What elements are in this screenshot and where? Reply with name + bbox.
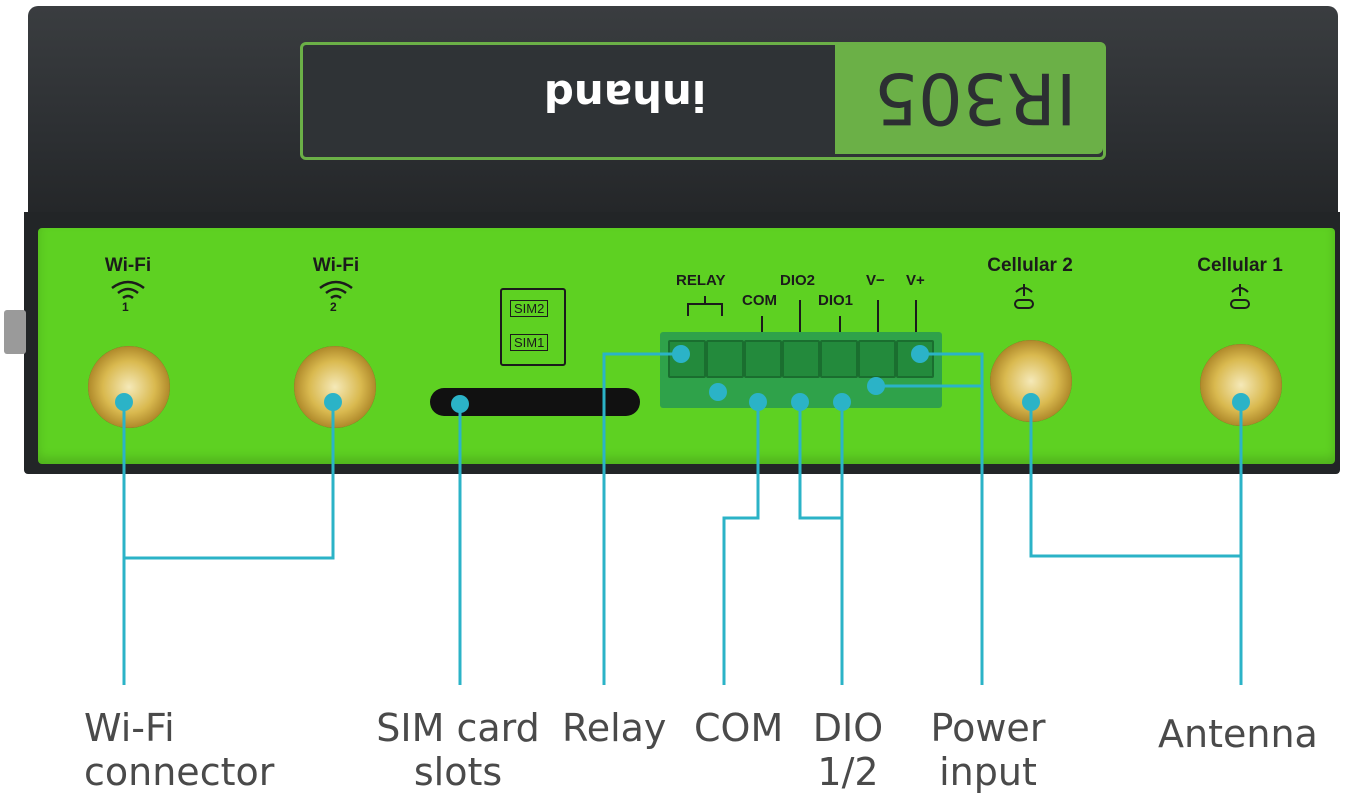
terminal-pin[interactable] <box>706 340 744 378</box>
callout-dot <box>749 393 767 411</box>
callout-dot <box>324 393 342 411</box>
wifi2-port-label: Wi-Fi <box>312 255 360 276</box>
callout-dot <box>833 393 851 411</box>
dio1-label: DIO1 <box>818 292 854 309</box>
wifi-icon <box>108 278 148 310</box>
callout-dot <box>709 383 727 401</box>
dio2-label: DIO2 <box>780 272 816 289</box>
callout-dot <box>911 345 929 363</box>
callout-dot <box>672 345 690 363</box>
callout-dot <box>1232 393 1250 411</box>
callout-dot <box>451 395 469 413</box>
dio-callout: DIO 1/2 <box>808 706 888 794</box>
wifi2-callout-line <box>124 402 335 560</box>
wifi2-number: 2 <box>330 300 337 314</box>
callout-dot <box>867 377 885 395</box>
wifi1-antenna-connector[interactable] <box>88 346 170 428</box>
callout-line-1: Power <box>930 706 1046 750</box>
sim1-tag: SIM1 <box>510 334 549 351</box>
callout-line-2: 1/2 <box>817 750 879 794</box>
callout-dot <box>115 393 133 411</box>
callout-line-2: input <box>939 750 1037 794</box>
callout-line-2: connector <box>84 750 275 794</box>
antenna-icon <box>1012 282 1036 316</box>
terminal-pin-guides <box>687 296 917 332</box>
power-input-callout: Power input <box>918 706 1058 794</box>
com-callout-line <box>722 402 760 685</box>
callout-line-2: slots <box>413 750 503 794</box>
antenna-icon <box>1228 282 1252 316</box>
sim-slot-icon: SIM2 SIM1 <box>500 288 566 366</box>
com-label: COM <box>742 292 777 309</box>
callout-line-1: Wi-Fi <box>84 706 175 750</box>
relay-callout-line <box>602 352 681 685</box>
antenna-callout: Antenna <box>1158 712 1318 756</box>
callout-line-1: SIM card <box>376 706 540 750</box>
side-screw <box>4 310 26 354</box>
terminal-pin[interactable] <box>858 340 896 378</box>
lid-label-green-band <box>835 42 1103 154</box>
cellular1-port-label: Cellular 1 <box>1197 255 1283 276</box>
callout-dot <box>791 393 809 411</box>
vplus-label: V+ <box>906 272 925 289</box>
terminal-pin[interactable] <box>820 340 858 378</box>
wifi-connector-callout: Wi-Fi connector <box>84 706 304 794</box>
relay-callout: Relay <box>562 706 667 750</box>
sim-card-callout: SIM card slots <box>368 706 548 794</box>
dio2-callout-line <box>798 402 844 685</box>
vplus-callout-line <box>920 352 984 685</box>
vminus-label: V− <box>866 272 885 289</box>
wifi2-antenna-connector[interactable] <box>294 346 376 428</box>
callout-line-1: DIO <box>812 706 884 750</box>
callout-dot <box>1022 393 1040 411</box>
wifi1-port-label: Wi-Fi <box>104 255 152 276</box>
relay-label: RELAY <box>676 272 726 289</box>
sim2-tag: SIM2 <box>510 300 549 317</box>
com-callout: COM <box>694 706 784 750</box>
cellular2-callout-line <box>1029 402 1241 558</box>
terminal-pin[interactable] <box>744 340 782 378</box>
wifi-icon <box>316 278 356 310</box>
cellular2-port-label: Cellular 2 <box>987 255 1073 276</box>
wifi1-number: 1 <box>122 300 129 314</box>
terminal-pin[interactable] <box>782 340 820 378</box>
